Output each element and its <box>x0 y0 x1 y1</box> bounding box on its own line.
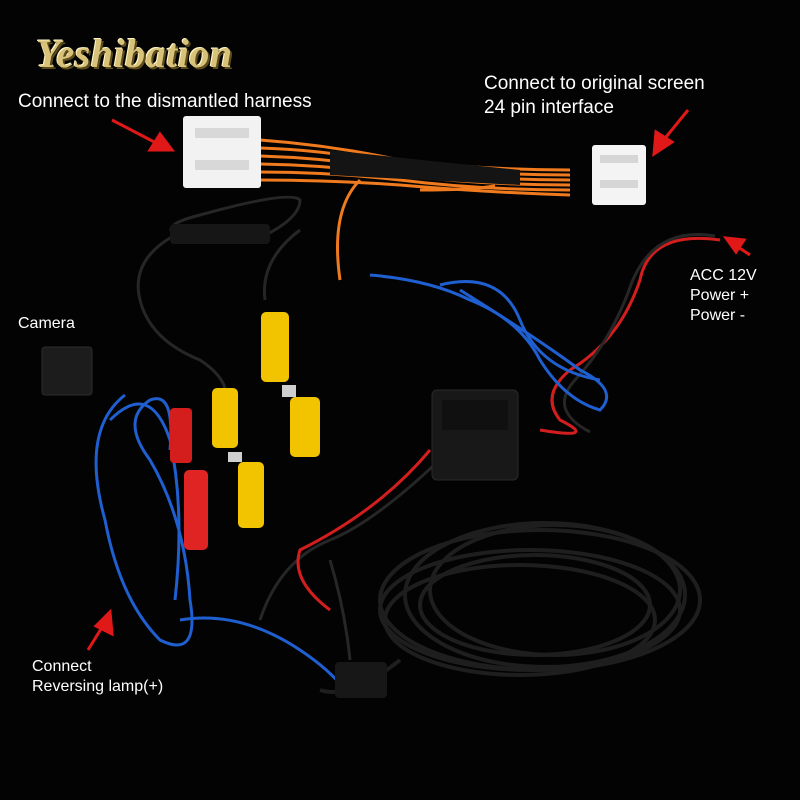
original-screen-connector <box>592 145 646 205</box>
camera-plug <box>41 346 93 396</box>
red-rca-plug <box>170 408 208 550</box>
arrow-acc <box>722 236 751 257</box>
label-reversing-lamp: Connect Reversing lamp(+) <box>32 657 163 697</box>
black-cable-coil <box>319 521 702 694</box>
black-signal-wires <box>136 195 462 661</box>
dismantled-harness-connector <box>183 116 261 188</box>
power-wires <box>296 233 721 612</box>
harness-sleeve <box>330 150 520 185</box>
label-acc-line2: Power + <box>690 287 750 304</box>
label-acc-line1: ACC 12V <box>690 267 757 284</box>
label-dismantled-harness: Connect to the dismantled harness <box>18 91 312 112</box>
label-original-screen-line1: Connect to original screen <box>484 73 705 94</box>
callout-arrows <box>86 109 751 651</box>
arrow-reversing-lamp <box>86 608 114 651</box>
yellow-rca-plugs <box>212 312 320 528</box>
control-box <box>431 389 519 481</box>
blue-wire-loops <box>94 273 609 691</box>
label-camera: Camera <box>18 315 75 332</box>
label-reversing-line2: Reversing lamp(+) <box>32 678 164 695</box>
label-original-screen: Connect to original screen 24 pin interf… <box>484 72 705 120</box>
junction-block <box>335 662 387 698</box>
inline-filter-module <box>170 224 270 244</box>
label-reversing-line1: Connect <box>32 658 92 675</box>
arrow-original-screen <box>652 109 690 157</box>
brand-watermark: Yeshibation <box>36 31 233 76</box>
label-acc-power: ACC 12V Power + Power - <box>690 266 757 326</box>
arrow-dismantled-harness <box>111 118 175 152</box>
label-original-screen-line2: 24 pin interface <box>484 96 614 118</box>
label-acc-line3: Power - <box>690 307 746 324</box>
